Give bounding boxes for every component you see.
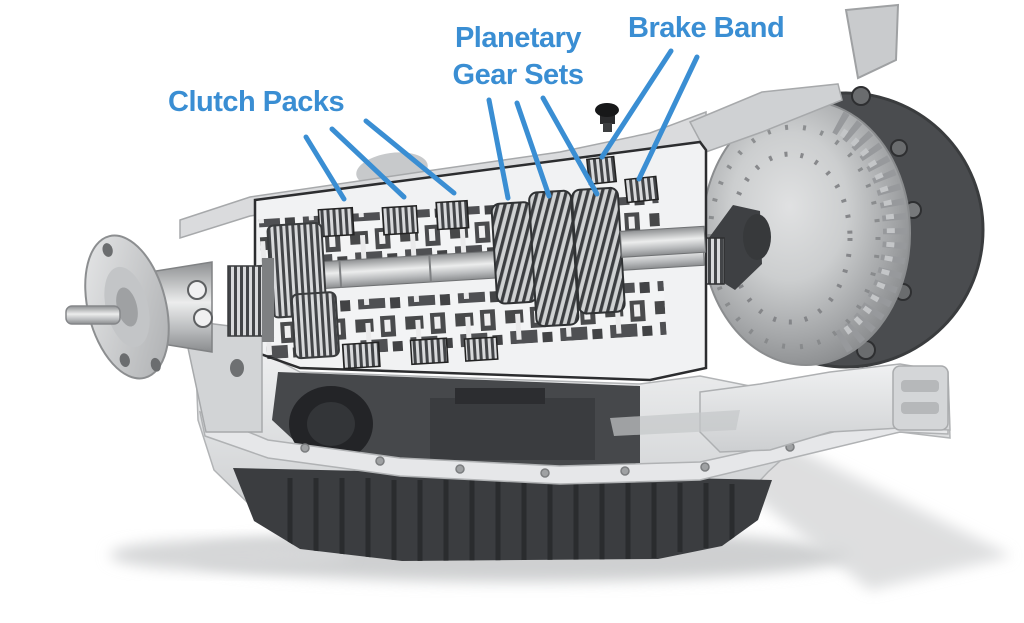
planetary-label-line2: Gear Sets (452, 59, 584, 91)
oil-pan (233, 468, 772, 561)
planetary-gear-sets-label: Planetary Gear Sets (428, 20, 608, 94)
brake-band-label: Brake Band (628, 12, 785, 44)
clutch-packs-label: Clutch Packs (168, 86, 345, 118)
output-shaft-assembly (65, 234, 274, 433)
planetary-label-line1: Planetary (454, 22, 582, 54)
valve-body (272, 372, 640, 470)
fill-plug (595, 103, 619, 132)
gear-train-cutaway (253, 140, 708, 382)
torque-converter (693, 100, 911, 366)
mounting-arm (610, 363, 951, 453)
output-flange (84, 234, 170, 380)
